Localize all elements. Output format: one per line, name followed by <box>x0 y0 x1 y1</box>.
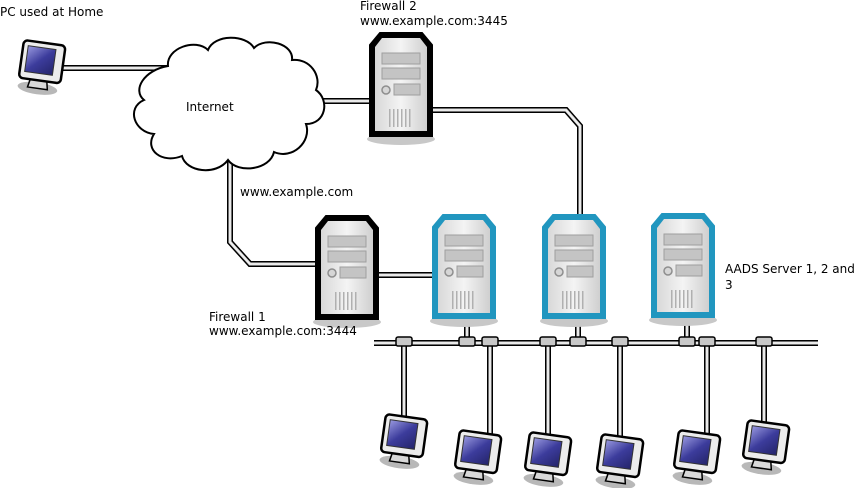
internet-label: Internet <box>186 100 234 114</box>
server-vent <box>675 290 677 308</box>
server-vent <box>335 292 337 310</box>
computer-screen <box>460 435 493 466</box>
aads-server-1-icon <box>430 214 498 327</box>
server-power-button <box>444 267 454 277</box>
lan-client-3-icon <box>523 431 573 487</box>
cable-internet-to-firewall1 <box>227 162 320 267</box>
server-vent <box>355 292 357 310</box>
server-drive-bay <box>444 249 484 262</box>
server-vent <box>468 291 470 309</box>
firewall2-server-icon <box>367 32 435 145</box>
firewall2-name-label: Firewall 2 <box>360 0 417 13</box>
server-vent <box>671 290 673 308</box>
server-drive-bay <box>444 234 484 247</box>
bus-t-connector <box>481 336 499 347</box>
server-power-button <box>327 268 337 278</box>
bus-t-connector <box>458 336 476 347</box>
bus-t-connector <box>755 336 773 347</box>
bus-t-connector <box>611 336 629 347</box>
server-drive-bay <box>675 264 703 277</box>
server-drive-bay <box>554 234 594 247</box>
computer-screen <box>530 437 563 468</box>
server-vent <box>460 291 462 309</box>
server-drive-bay <box>663 233 703 246</box>
home-pc-icon <box>17 39 67 95</box>
computer-screen <box>602 439 635 470</box>
server-drive-bay <box>381 67 421 80</box>
server-drive-bay <box>327 250 367 263</box>
server-vent <box>339 292 341 310</box>
server-vent <box>683 290 685 308</box>
bus-t-connector <box>539 336 557 347</box>
firewall1-name-label: Firewall 1 <box>209 310 266 324</box>
firewall1-address-label: www.example.com:3444 <box>209 324 357 338</box>
firewall1-server-icon <box>313 215 381 328</box>
server-power-button <box>663 266 673 276</box>
server-vent <box>456 291 458 309</box>
server-vent <box>343 292 345 310</box>
server-vent <box>679 290 681 308</box>
server-vent <box>464 291 466 309</box>
server-power-button <box>381 85 391 95</box>
computer-screen <box>386 419 419 450</box>
server-drive-bay <box>554 249 594 262</box>
lan-client-2-icon <box>453 429 503 485</box>
lan-client-4-icon <box>595 433 645 488</box>
server-drive-bay <box>381 52 421 65</box>
aads-servers-label-line1: AADS Server 1, 2 and <box>725 262 855 276</box>
server-vent <box>574 291 576 309</box>
server-power-button <box>554 267 564 277</box>
internet-cloud <box>133 36 326 172</box>
public-address-label: www.example.com <box>240 185 354 199</box>
server-drive-bay <box>339 266 367 279</box>
bus-t-connector <box>395 336 413 347</box>
bus-t-connector <box>678 336 696 347</box>
server-vent <box>452 291 454 309</box>
server-vent <box>562 291 564 309</box>
server-drive-bay <box>566 265 594 278</box>
server-vent <box>389 109 391 127</box>
server-vent <box>691 290 693 308</box>
lan-client-6-icon <box>741 419 791 475</box>
bus-t-connector <box>569 336 587 347</box>
server-drive-bay <box>393 83 421 96</box>
computer-screen <box>748 425 781 456</box>
server-vent <box>566 291 568 309</box>
server-vent <box>578 291 580 309</box>
server-vent <box>570 291 572 309</box>
bus-t-connector <box>698 336 716 347</box>
server-vent <box>393 109 395 127</box>
home-pc-label: PC used at Home <box>0 5 104 19</box>
server-vent <box>351 292 353 310</box>
cable-firewall2-to-aads2 <box>430 107 583 222</box>
server-vent <box>582 291 584 309</box>
firewall2-address-label: www.example.com:3445 <box>360 14 508 28</box>
server-vent <box>347 292 349 310</box>
aads-server-2-icon <box>540 214 608 327</box>
aads-server-3-icon <box>649 213 717 326</box>
server-vent <box>409 109 411 127</box>
cables <box>58 65 583 278</box>
computer-screen <box>679 435 712 466</box>
server-vent <box>405 109 407 127</box>
aads-servers-label-line2: 3 <box>725 278 733 292</box>
server-vent <box>401 109 403 127</box>
server-drive-bay <box>456 265 484 278</box>
server-vent <box>687 290 689 308</box>
server-drive-bay <box>663 248 703 261</box>
server-vent <box>397 109 399 127</box>
server-drive-bay <box>327 235 367 248</box>
computer-screen <box>24 45 57 76</box>
lan-client-5-icon <box>672 429 722 485</box>
lan-client-1-icon <box>379 413 429 469</box>
server-vent <box>472 291 474 309</box>
